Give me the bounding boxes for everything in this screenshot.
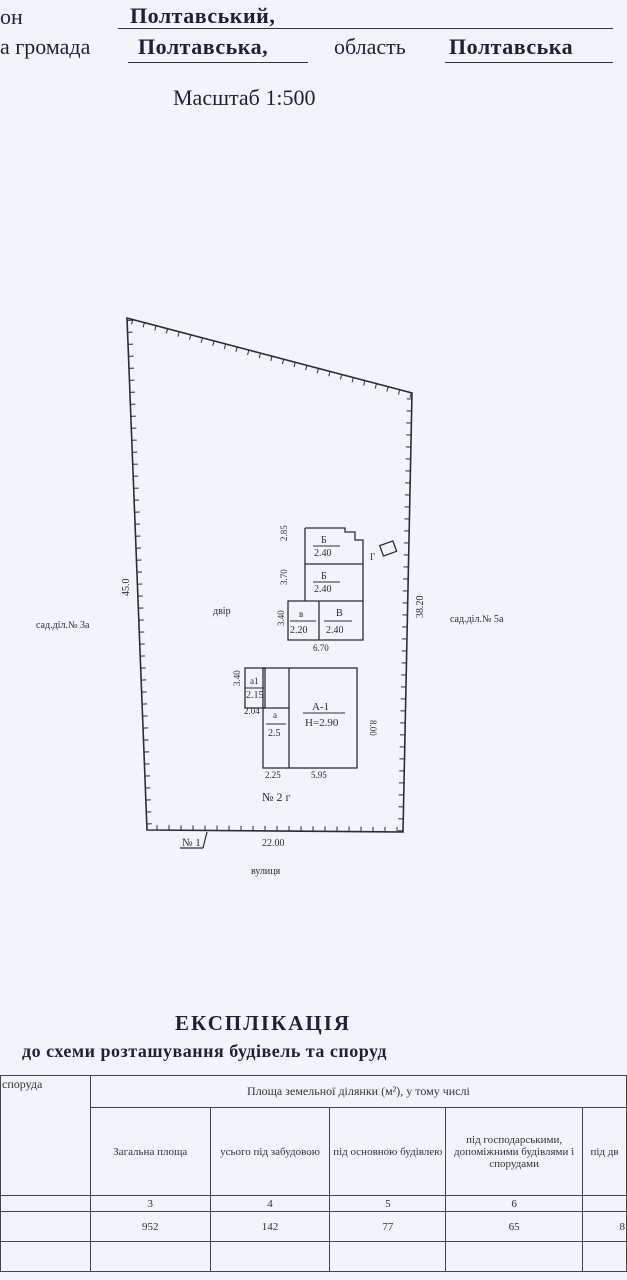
- survey-point-marker: [180, 831, 208, 849]
- explication-title: ЕКСПЛІКАЦІЯ: [175, 1011, 352, 1035]
- room-v-value: 2.40: [326, 625, 344, 636]
- area-group-header: Площа земельної ділянки (м²), у тому чис…: [89, 1075, 627, 1108]
- dim-outbuild-w: 6.70: [313, 643, 329, 653]
- col-number-5: 5: [329, 1195, 447, 1212]
- dim-right-side: 38.20: [415, 596, 426, 619]
- value-built-area: 142: [209, 1211, 331, 1242]
- room-b1-value: 2.40: [314, 548, 332, 559]
- left-neighbor-label: сад.діл.№ 3а: [36, 620, 90, 631]
- dim-front-side: 22.00: [262, 838, 285, 849]
- header-yard: під дв: [582, 1107, 627, 1196]
- explication-table: споруда Площа земельної ділянки (м²), у …: [0, 1075, 627, 1272]
- room-a-value: 2.5: [268, 728, 281, 739]
- community-underline: [128, 62, 308, 63]
- region-underline: [445, 62, 613, 63]
- dim-outbuild-h1: 2.85: [279, 525, 289, 541]
- value-yard: 8: [582, 1211, 627, 1242]
- scale-label: Масштаб 1:500: [173, 85, 316, 110]
- header-total-area: Загальна площа: [89, 1107, 211, 1196]
- right-neighbor-label: сад.діл.№ 5а: [450, 614, 504, 625]
- outbuilding: [287, 527, 398, 641]
- community-prefix: а громада: [0, 34, 91, 59]
- header-built-area: усього під забудовою: [209, 1107, 331, 1196]
- col-number-3: 3: [89, 1195, 211, 1212]
- dim-house-side: 8.00: [368, 720, 378, 736]
- region-value: Полтавська: [449, 34, 574, 59]
- dim-house-ext-w: 2.04: [244, 706, 260, 716]
- street-label: вулиця: [251, 866, 281, 877]
- boundary-ticks: [127, 319, 412, 832]
- explication-subtitle: до схеми розташування будівель та споруд: [22, 1041, 388, 1061]
- header-aux-buildings: під господарськими, допоміжними будівлям…: [445, 1107, 584, 1196]
- value-aux-buildings: 65: [445, 1211, 584, 1242]
- room-a-letter: а: [273, 710, 277, 720]
- room-main-letter: А-1: [312, 701, 329, 713]
- room-a1-letter: а1: [250, 676, 259, 686]
- room-b2-value: 2.40: [314, 584, 332, 595]
- site-plan-drawing: сад.діл.№ 3а сад.діл.№ 5а двір вулиця № …: [36, 316, 504, 877]
- lot-boundary: [126, 316, 413, 833]
- col-structure-header: споруда: [0, 1075, 91, 1196]
- dim-house-front-b: 5.95: [311, 770, 327, 780]
- dim-outbuild-h2: 3.70: [279, 569, 289, 585]
- value-total-area: 952: [89, 1211, 211, 1242]
- district-prefix: он: [0, 4, 23, 29]
- col-number-6: 6: [445, 1195, 584, 1212]
- region-label: область: [334, 34, 406, 59]
- room-b2-letter: Б: [321, 571, 327, 582]
- yard-label: двір: [213, 606, 231, 617]
- room-main-value: Н=2.90: [305, 717, 339, 729]
- district-underline: [118, 28, 613, 29]
- room-v-letter: В: [336, 608, 343, 619]
- dim-left-side: 45.0: [121, 579, 132, 597]
- value-main-building: 77: [329, 1211, 447, 1242]
- community-value: Полтавська,: [138, 34, 269, 59]
- dim-outbuild-h3: 3.40: [276, 610, 286, 626]
- small-building-mark: Г: [370, 552, 375, 562]
- dim-house-ext-h: 3.40: [232, 670, 242, 686]
- survey-point-label: № 1: [182, 837, 201, 849]
- room-v-small-value: 2.20: [290, 625, 308, 636]
- room-v-small-letter: в: [299, 609, 303, 619]
- district-value: Полтавський,: [130, 3, 276, 28]
- room-b1-letter: Б: [321, 535, 327, 546]
- room-a1-value: 2.15: [246, 690, 264, 701]
- dim-house-front-a: 2.25: [265, 770, 281, 780]
- lot-number: № 2 г: [262, 790, 290, 804]
- house: [244, 667, 358, 769]
- col-number-4: 4: [209, 1195, 331, 1212]
- header-main-building: під основною будівлею: [329, 1107, 447, 1196]
